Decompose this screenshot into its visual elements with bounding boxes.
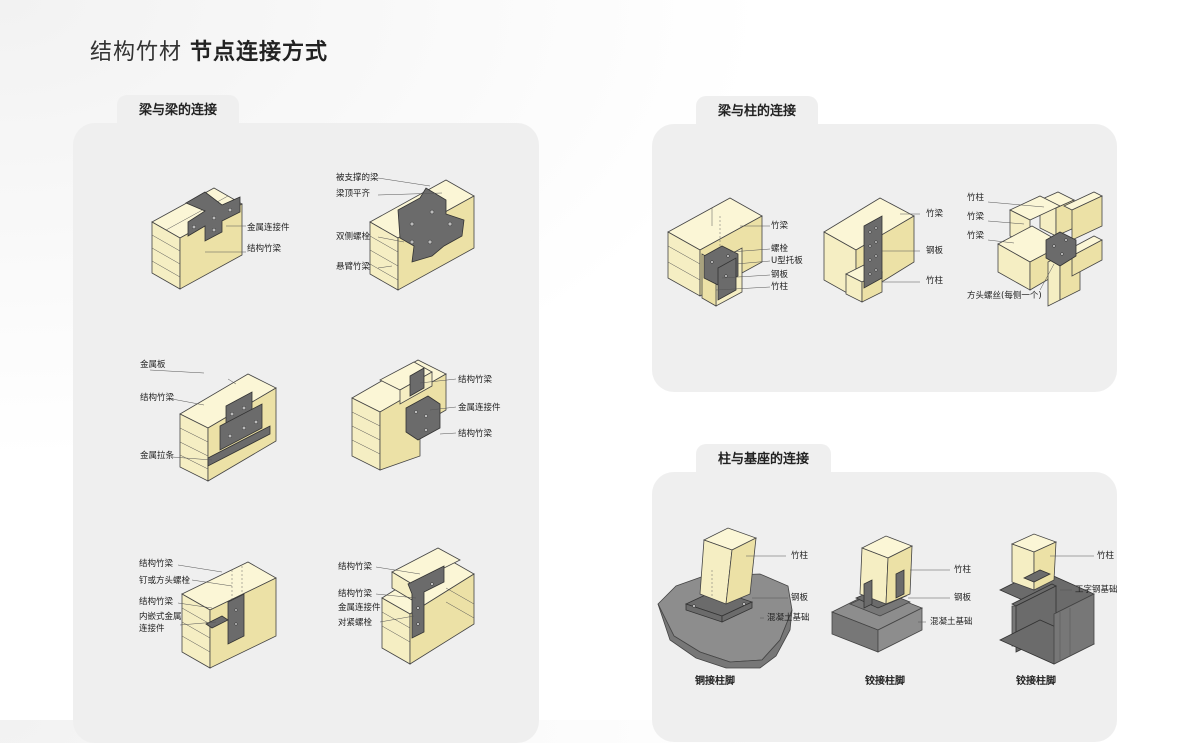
label-cb2-column: 竹柱 [954,565,972,575]
label-bb6-beam-2: 结构竹梁 [338,589,373,599]
label-bc1-column: 竹柱 [771,282,789,292]
label-bb4-beam-bottom: 结构竹梁 [458,429,493,439]
label-bb1-connector: 金属连接件 [247,223,290,233]
label-bb2-flush-top: 梁顶平齐 [336,189,371,199]
label-bc3-beam-2: 竹梁 [967,231,985,241]
drawing-bb4 [351,359,457,471]
label-bc3-column: 竹柱 [967,193,985,203]
drawing-bb6 [375,547,475,665]
label-bb5-embedded: 内嵌式金属 [139,612,182,622]
label-bc3-beam-1: 竹梁 [967,212,985,222]
caption-cb2: 铰接柱脚 [865,676,905,687]
label-bb5-nail-bolt: 钉或方头螺栓 [139,576,191,586]
label-bb6-beam-1: 结构竹梁 [338,562,373,572]
label-bb4-beam-top: 结构竹梁 [458,375,493,385]
label-bc1-bolt: 螺栓 [771,244,789,254]
tab-column-base: 柱与基座的连接 [696,444,832,474]
label-bc3-lag-screw: 方头螺丝(每侧一个) [967,291,1042,301]
label-cb1-column: 竹柱 [791,551,809,561]
label-cb1-concrete: 混凝土基础 [767,613,810,623]
label-cb3-column: 竹柱 [1097,551,1115,561]
label-bb6-connector: 金属连接件 [338,603,381,613]
drawing-bc2 [823,197,920,303]
label-bb4-connector: 金属连接件 [458,403,501,413]
label-bb6-tie-bolt: 对紧螺栓 [338,618,373,628]
label-bb1-beam: 结构竹梁 [247,244,282,254]
drawing-bb2 [369,177,475,291]
label-cb2-concrete: 混凝土基础 [930,617,973,627]
drawing-bb3 [149,369,277,482]
label-cb2-steel-plate: 钢板 [954,593,972,603]
label-bb5-connector: 连接件 [139,624,165,634]
drawing-bc1 [667,197,771,307]
tab-beam-beam: 梁与梁的连接 [117,95,240,125]
tab-beam-column: 梁与柱的连接 [696,96,819,126]
label-bb3-tie-bar: 金属拉条 [140,451,175,461]
caption-cb3: 铰接柱脚 [1016,676,1056,687]
joint-drawings: .bt { fill:#fbf6d6; stroke:#444; stroke-… [149,177,1103,669]
label-bb2-supported-beam: 被支撑的梁 [336,173,379,183]
drawing-bb5 [177,561,277,669]
page-title-light: 结构竹材 [90,40,183,65]
page-title: 结构竹材节点连接方式 [90,34,328,66]
caption-cb1: 铜接柱脚 [695,676,735,687]
label-bb5-beam-2: 结构竹梁 [139,597,174,607]
label-bc2-beam: 竹梁 [926,209,944,219]
label-bb3-beam: 结构竹梁 [140,393,175,403]
label-bb2-double-bolts: 双侧螺栓 [336,232,371,242]
label-bc1-u-bracket: U型托板 [771,256,803,266]
drawing-cb1 [657,527,793,669]
drawing-cb2 [831,535,950,653]
label-bb2-cantilever: 悬臂竹梁 [336,262,371,272]
drawing-bc3 [987,191,1103,307]
label-bb3-metal-plate: 金属板 [140,360,166,370]
page-title-bold: 节点连接方式 [190,40,329,65]
label-bc1-beam: 竹梁 [771,221,789,231]
label-bc2-column: 竹柱 [926,276,944,286]
label-cb1-steel-plate: 钢板 [791,593,809,603]
drawing-cb3 [999,533,1095,665]
label-bc1-steel-plate: 钢板 [771,270,789,280]
label-cb3-i-beam-base: 工字钢基础 [1075,585,1118,595]
label-bb5-beam-1: 结构竹梁 [139,559,174,569]
drawing-bb1 [151,187,246,290]
label-bc2-steel-plate: 钢板 [926,246,944,256]
